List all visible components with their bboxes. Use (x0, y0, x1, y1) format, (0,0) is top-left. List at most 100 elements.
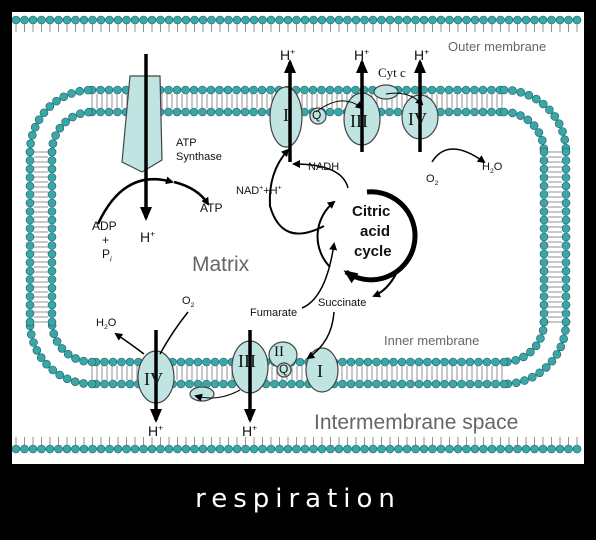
inner-membrane-bead (550, 112, 560, 121)
inner-membrane-bead (423, 379, 432, 389)
inner-membrane-bead (62, 374, 72, 384)
outer-membrane-bead (360, 15, 369, 25)
outer-membrane-bead (317, 15, 327, 25)
inner-membrane-bead (36, 353, 46, 362)
outer-membrane-bead (71, 15, 80, 25)
inner-membrane-bead (414, 379, 424, 389)
outer-membrane-bead (54, 15, 63, 25)
inner-membrane-bead (47, 215, 57, 225)
outer-membrane-bead (258, 15, 267, 25)
inner-membrane-bead (25, 283, 35, 293)
inner-membrane-bead (25, 147, 35, 157)
inner-membrane-bead (117, 357, 126, 367)
h2o-label: H2O (482, 161, 503, 176)
outer-membrane-bead (513, 444, 522, 454)
pi-i: i (110, 254, 112, 264)
outer-membrane-bead (292, 15, 301, 25)
inner-membrane-bead (520, 376, 529, 385)
inner-membrane-bead (508, 86, 517, 95)
outer-membrane-bead (555, 15, 565, 25)
inner-membrane-bead (47, 173, 57, 182)
h2o-label: H2O (96, 317, 117, 332)
inner-membrane-bead (487, 85, 496, 95)
inner-membrane-bead (499, 107, 509, 117)
inner-membrane-bead (52, 96, 61, 106)
outer-membrane-bead (96, 15, 106, 25)
inner-membrane-bead (25, 292, 35, 301)
inner-membrane-bead (125, 357, 135, 367)
outer-membrane-bead (164, 15, 174, 25)
diagram-graphic (12, 15, 582, 454)
inner-membrane-bead (351, 85, 360, 95)
h-plus-label: H+ (354, 46, 370, 63)
inner-membrane-bead (539, 232, 549, 242)
outer-membrane-bead (130, 15, 140, 25)
atp-synthase-label-2: Synthase (176, 151, 222, 163)
inner-membrane-bead (47, 275, 57, 284)
inner-membrane-bead (219, 379, 228, 389)
membrane-proteins (121, 75, 439, 404)
outer-membrane-bead (462, 15, 471, 25)
outer-membrane-bead (275, 15, 284, 25)
outer-membrane-bead (113, 15, 123, 25)
inner-membrane-bead (104, 107, 114, 117)
inner-membrane-bead (539, 283, 549, 293)
inner-membrane-bead (539, 266, 549, 276)
inner-membrane-bead (25, 309, 35, 318)
inner-membrane-bead (219, 357, 228, 367)
inner-membrane-bead (287, 379, 296, 389)
inner-membrane-bead (448, 379, 458, 389)
outer-membrane-bead (207, 444, 216, 454)
inner-membrane-bead (181, 85, 190, 95)
inner-membrane-bead (51, 131, 60, 140)
inner-membrane-bead (334, 85, 343, 95)
inner-membrane-bead (410, 85, 420, 95)
inner-membrane-bead (539, 300, 549, 310)
outer-membrane-bead (496, 15, 505, 25)
inner-membrane-bead (487, 107, 496, 117)
inner-membrane-bead (552, 350, 562, 359)
outer-membrane-bead (249, 15, 259, 25)
inner-membrane-bead (47, 164, 57, 174)
inner-membrane-bead (539, 249, 549, 259)
inner-membrane-bead (232, 85, 241, 95)
inner-membrane-bead (76, 109, 85, 119)
outer-membrane-bead (487, 15, 497, 25)
inner-membrane-bead (108, 357, 118, 367)
outer-membrane-bead (156, 444, 165, 454)
outer-membrane-bead (470, 444, 480, 454)
inner-membrane-bead (372, 379, 381, 389)
outer-membrane-bead (411, 15, 420, 25)
adp-label: ADP (92, 219, 117, 233)
outer-membrane-bead (20, 444, 29, 454)
outer-membrane-bead (300, 15, 310, 25)
outer-membrane-bead (37, 15, 46, 25)
inner-membrane-bead (539, 292, 549, 301)
inner-membrane-bead (278, 379, 288, 389)
outer-membrane-bead (343, 15, 352, 25)
intermembrane-space-label: Intermembrane space (314, 411, 519, 434)
inner-membrane-bead (164, 107, 173, 117)
inner-membrane-bead (478, 107, 488, 117)
inner-membrane-bead (516, 88, 526, 97)
respiration-diagram: Outer membrane Inner membrane Matrix Int… (12, 12, 584, 464)
inner-membrane-bead (48, 365, 58, 375)
outer-membrane-bead (37, 444, 46, 454)
inner-membrane-bead (25, 275, 35, 284)
outer-membrane-bead (504, 444, 514, 454)
inner-membrane-bead (526, 347, 535, 357)
inner-membrane-bead (539, 309, 549, 318)
inner-membrane-bead (440, 357, 449, 367)
outer-membrane-bead (496, 444, 505, 454)
inner-membrane-bead (524, 90, 534, 100)
inner-membrane-bead (125, 379, 135, 389)
inner-membrane-bead (257, 107, 267, 117)
outer-membrane-bead (241, 444, 250, 454)
inner-membrane-bead (25, 207, 35, 216)
inner-membrane-bead (470, 107, 479, 117)
inner-membrane-bead (172, 85, 182, 95)
inner-membrane-bead (325, 85, 335, 95)
o2-label: O2 (426, 173, 439, 188)
inner-membrane-bead (25, 215, 35, 225)
inner-membrane-bead (68, 112, 77, 122)
